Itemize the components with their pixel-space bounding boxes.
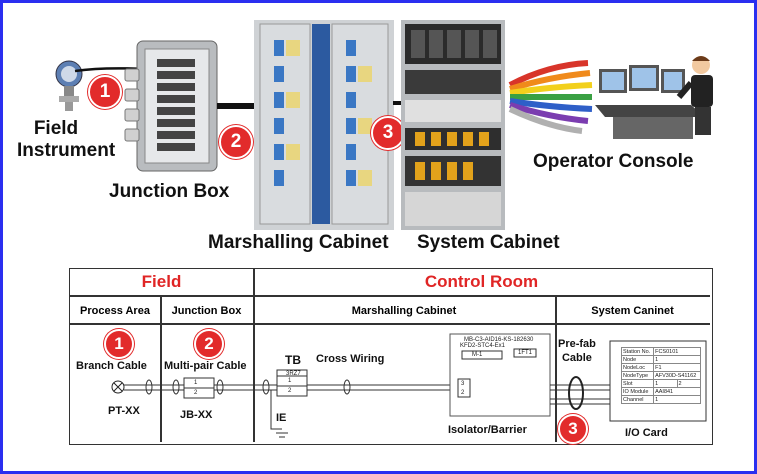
io-card-cell: Node xyxy=(620,355,655,364)
isolator-title: MB-C3-AID16-KS-182630 xyxy=(464,337,534,343)
tb-term-2: 2 xyxy=(288,388,292,394)
jb-term-2: 2 xyxy=(194,390,198,396)
io-card-cell: Slot xyxy=(620,379,655,388)
step-1-badge-top: 1 xyxy=(88,75,122,109)
iso-term-3: 3 xyxy=(461,381,465,387)
multi-pair-cable-label: Multi-pair Cable xyxy=(164,360,247,372)
control-room-header: Control Room xyxy=(424,272,539,291)
col-divider-3 xyxy=(555,295,557,442)
wiring-schematic xyxy=(111,333,707,438)
io-card-cell: AFV30D-S41162 xyxy=(653,371,701,380)
junction-box-illustration xyxy=(124,40,218,172)
io-card-cell: FCS0101 xyxy=(653,347,701,356)
iso-term-2: 2 xyxy=(461,390,465,396)
io-card-cell: NodeLoc xyxy=(620,363,655,372)
cross-wiring-label: Cross Wiring xyxy=(316,353,385,365)
operator-console-illustration xyxy=(595,56,713,139)
jb-term-1: 1 xyxy=(194,380,198,386)
step-2-badge: 2 xyxy=(194,329,224,359)
junction-box-label: Junction Box xyxy=(109,181,230,202)
isolator-tag-2: M-1 xyxy=(472,352,483,358)
io-card-cell: 1 xyxy=(653,379,678,388)
step-3-badge-top: 3 xyxy=(371,116,405,150)
network-cables-illustration xyxy=(508,60,593,134)
system-cabinet-illustration xyxy=(401,20,505,230)
header-divider-1 xyxy=(70,295,710,297)
step-3-badge: 3 xyxy=(558,414,588,444)
io-card-label: I/O Card xyxy=(625,427,668,439)
io-card-cell: 1 xyxy=(653,355,701,364)
prefab-cable-label: Pre-fab Cable xyxy=(558,338,596,364)
isolator-tag-1: KFD2-STC4-Ex1 xyxy=(460,343,506,349)
marshalling-cabinet-label: Marshalling Cabinet xyxy=(208,232,389,253)
isolator-barrier-label: Isolator/Barrier xyxy=(448,424,527,436)
tb-tag: 3RZ7 xyxy=(286,371,301,377)
col-divider-2 xyxy=(253,269,255,442)
ie-label: IE xyxy=(276,412,287,424)
io-card-cell: 1 xyxy=(653,395,701,404)
operator-console-label: Operator Console xyxy=(533,151,694,172)
col-divider-1 xyxy=(160,295,162,442)
io-card-cell: F1 xyxy=(653,363,701,372)
step-1-badge: 1 xyxy=(104,329,134,359)
io-card-cell: Station No. xyxy=(620,347,655,356)
step-2-badge-top: 2 xyxy=(219,125,253,159)
system-cabinet-label: System Cabinet xyxy=(417,232,560,253)
field-instrument-label: Field Instrument xyxy=(17,118,116,161)
pt-xx-label: PT-XX xyxy=(108,405,140,417)
io-card-row: Station No.FCS0101 xyxy=(620,347,701,356)
process-area-header: Process Area xyxy=(80,305,150,317)
system-cabinet-header: System Caninet xyxy=(591,305,674,317)
header-divider-2 xyxy=(70,323,710,325)
junction-box-header: Junction Box xyxy=(171,305,242,317)
wiring-table: Field Control Room Process Area Junction… xyxy=(69,268,713,445)
field-header: Field xyxy=(141,272,182,291)
io-card-cell: NodeType xyxy=(620,371,655,380)
tb-label: TB xyxy=(285,353,301,367)
io-card-cell: Channel xyxy=(620,395,655,404)
io-card-cell: 2 xyxy=(676,379,702,388)
marshalling-cabinet-illustration xyxy=(254,20,394,230)
pressure-transmitter-icon xyxy=(55,60,83,111)
tb-term-1: 1 xyxy=(288,378,292,384)
branch-cable-label: Branch Cable xyxy=(76,360,147,372)
jb-xx-label: JB-XX xyxy=(180,409,213,421)
io-card-cell: AAI841 xyxy=(653,387,701,396)
multipair-cable-top xyxy=(217,103,257,109)
prefab-cable-top xyxy=(393,101,407,105)
io-card-cell: IO Module xyxy=(620,387,655,396)
isolator-tag-3: 1FT1 xyxy=(518,350,533,356)
marshalling-cabinet-header: Marshalling Cabinet xyxy=(351,305,457,317)
